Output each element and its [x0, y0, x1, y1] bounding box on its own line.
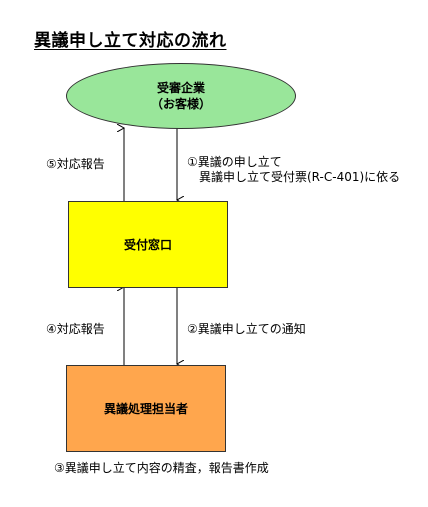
step1-sublabel: 異議申し立て受付票(R-C-401)に依る: [199, 170, 401, 184]
handler-node: 異議処理担当者: [66, 365, 226, 452]
reception-node-label: 受付窓口: [123, 238, 172, 252]
step4-label: ④対応報告: [46, 322, 105, 336]
handler-node-label: 異議処理担当者: [103, 402, 188, 416]
client-node-label: 受審企業: [156, 81, 205, 95]
client-node: 受審企業 （お客様）: [66, 63, 296, 129]
client-node-sublabel: （お客様）: [150, 97, 211, 111]
step2-label: ②異議申し立ての通知: [187, 322, 306, 336]
step5-label: ⑤対応報告: [46, 157, 105, 171]
step3-note: ③異議申し立て内容の精査，報告書作成: [54, 461, 269, 475]
reception-node: 受付窓口: [68, 201, 228, 288]
step1-label: ①異議の申し立て: [187, 155, 282, 169]
diagram-title: 異議申し立て対応の流れ: [34, 31, 227, 51]
